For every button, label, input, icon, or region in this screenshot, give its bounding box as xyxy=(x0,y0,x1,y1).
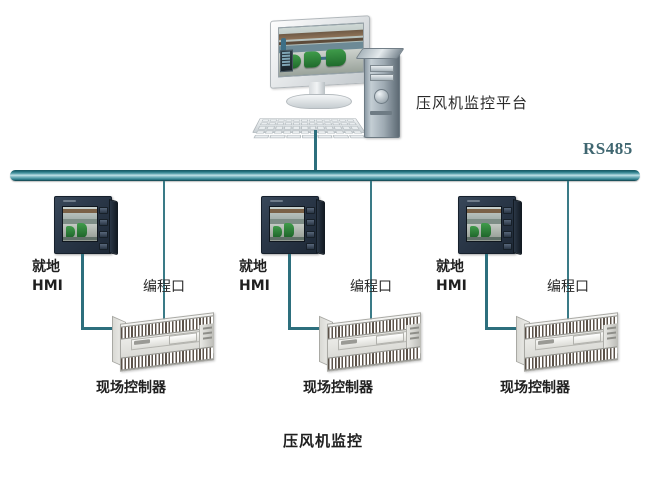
hmi-bezel xyxy=(458,196,516,254)
hmi-screen xyxy=(466,206,502,242)
hmi-screen-compressor xyxy=(480,223,491,238)
hmi-function-keys xyxy=(503,207,512,255)
plc-body xyxy=(524,312,618,372)
hmi-label-line2: HMI xyxy=(239,278,270,294)
hmi-to-plc-elbow-2 xyxy=(288,327,326,330)
plc-terminal-strip-bottom xyxy=(121,346,213,371)
monitoring-platform-computer xyxy=(252,15,405,139)
screen-compressor xyxy=(326,48,347,67)
computer-tower xyxy=(355,48,405,138)
hmi-label-line1: 就地 xyxy=(32,259,60,275)
hmi-screen-bar xyxy=(63,237,97,240)
hmi-screen-compressor xyxy=(65,226,75,238)
hmi-panel-3 xyxy=(458,196,522,256)
field-controller-label-3: 现场控制器 xyxy=(500,380,570,396)
hmi-to-plc-connector-2 xyxy=(288,254,291,330)
field-controller-1 xyxy=(112,312,214,372)
hmi-side-panel xyxy=(513,199,522,256)
hmi-to-plc-elbow-1 xyxy=(81,327,119,330)
hmi-logo xyxy=(270,200,283,202)
keyboard xyxy=(252,118,366,139)
plc-terminal-strip-bottom xyxy=(328,346,420,371)
hmi-label-line1: 就地 xyxy=(436,259,464,275)
plc-label-window xyxy=(573,332,601,345)
hmi-bezel xyxy=(261,196,319,254)
diagram-caption: 压风机监控 xyxy=(283,432,364,450)
hmi-screen-compressor xyxy=(76,223,87,238)
hmi-function-keys xyxy=(99,207,108,255)
tower-drive-bay xyxy=(370,65,394,72)
hmi-screen-bar xyxy=(270,237,304,240)
hmi-label-line1: 就地 xyxy=(239,259,267,275)
hmi-label-3: 就地 HMI xyxy=(436,258,467,296)
pc-to-bus-connector xyxy=(314,130,317,172)
hmi-panel-1 xyxy=(54,196,118,256)
tower-port-slot xyxy=(370,111,392,115)
power-button-icon xyxy=(374,89,389,104)
hmi-panel-2 xyxy=(261,196,325,256)
hmi-screen xyxy=(269,206,305,242)
hmi-logo xyxy=(467,200,480,202)
hmi-side-panel xyxy=(109,199,118,256)
monitor xyxy=(270,15,370,89)
plc-label-window xyxy=(376,332,404,345)
field-controller-3 xyxy=(516,312,618,372)
monitor-stand-base xyxy=(286,94,352,109)
plc-label-window xyxy=(169,332,197,345)
programming-port-connector-3 xyxy=(567,181,569,323)
hmi-to-plc-connector-3 xyxy=(485,254,488,330)
hmi-screen-compressor xyxy=(272,226,282,238)
programming-port-label-3: 编程口 xyxy=(547,279,589,295)
hmi-screen-roof xyxy=(467,209,501,214)
hmi-screen-compressor xyxy=(283,223,294,238)
hmi-screen-compressor xyxy=(469,226,479,238)
monitor-stand-neck xyxy=(309,82,325,96)
hmi-to-plc-connector-1 xyxy=(81,254,84,330)
rs485-bus-line xyxy=(10,170,640,181)
programming-port-label-2: 编程口 xyxy=(350,279,392,295)
field-controller-2 xyxy=(319,312,421,372)
hmi-function-keys xyxy=(306,207,315,255)
hmi-label-line2: HMI xyxy=(32,278,63,294)
hmi-label-1: 就地 HMI xyxy=(32,258,63,296)
hmi-screen-roof xyxy=(270,209,304,214)
hmi-logo xyxy=(63,200,76,202)
field-controller-label-2: 现场控制器 xyxy=(303,380,373,396)
hmi-screen-bar xyxy=(467,237,501,240)
screen-control-panel xyxy=(279,49,293,73)
rs485-bus-label: RS485 xyxy=(583,139,633,158)
hmi-bezel xyxy=(54,196,112,254)
platform-label: 压风机监控平台 xyxy=(416,94,529,112)
hmi-side-panel xyxy=(316,199,325,256)
hmi-label-line2: HMI xyxy=(436,278,467,294)
hmi-screen-roof xyxy=(63,209,97,214)
plc-body xyxy=(327,312,421,372)
hmi-label-2: 就地 HMI xyxy=(239,258,270,296)
plc-terminal-strip-bottom xyxy=(525,346,617,371)
plc-body xyxy=(120,312,214,372)
monitor-screen xyxy=(278,22,364,78)
hmi-screen xyxy=(62,206,98,242)
programming-port-connector-2 xyxy=(370,181,372,323)
field-controller-label-1: 现场控制器 xyxy=(96,380,166,396)
hmi-to-plc-elbow-3 xyxy=(485,327,523,330)
tower-drive-bay xyxy=(370,74,394,81)
programming-port-connector-1 xyxy=(163,181,165,323)
tower-top xyxy=(355,48,405,59)
programming-port-label-1: 编程口 xyxy=(143,279,185,295)
